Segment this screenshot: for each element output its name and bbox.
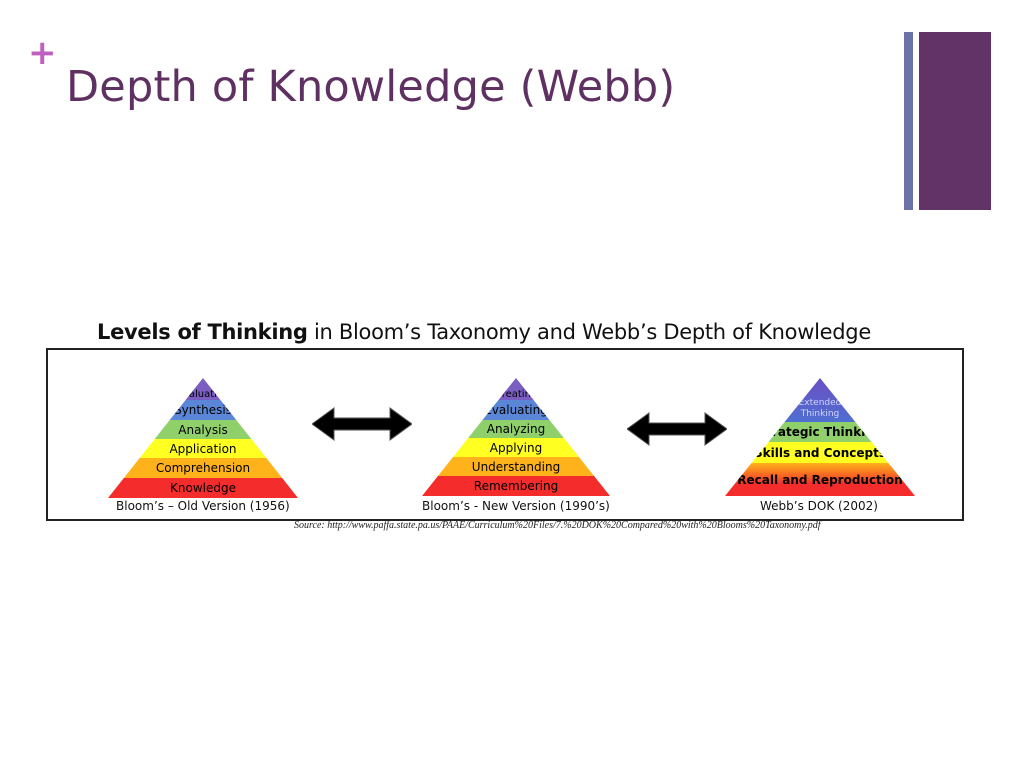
- double-arrow-icon: [312, 407, 412, 441]
- figure-title: Levels of Thinking in Bloom’s Taxonomy a…: [97, 320, 871, 344]
- figure-title-rest: in Bloom’s Taxonomy and Webb’s Depth of …: [307, 320, 871, 344]
- pyramid-level: Skills and Concepts: [725, 442, 915, 463]
- pyramid-level: Understanding: [422, 457, 610, 476]
- pyramid-level: Recall and Reproduction: [725, 463, 915, 496]
- double-arrow-icon: [627, 412, 727, 446]
- pyramid-level: Knowledge: [108, 478, 298, 498]
- figure-title-bold: Levels of Thinking: [97, 320, 308, 344]
- pyramid-level: Applying: [422, 438, 610, 457]
- accent-bar-thin: [904, 32, 913, 210]
- pyramid-level: Application: [108, 439, 298, 458]
- pyramid-level-label: Extended Thinking: [798, 398, 842, 419]
- pyramid-level: Remembering: [422, 476, 610, 496]
- pyramid-caption: Webb’s DOK (2002): [760, 499, 878, 513]
- pyramid-caption: Bloom’s – Old Version (1956): [116, 499, 290, 513]
- pyramid-level: Comprehension: [108, 458, 298, 478]
- plus-icon: +: [28, 33, 57, 73]
- accent-bar-thick: [919, 32, 991, 210]
- slide-title: Depth of Knowledge (Webb): [66, 62, 676, 112]
- source-citation: Source: http://www.paffa.state.pa.us/PAA…: [294, 520, 821, 531]
- pyramid-caption: Bloom’s - New Version (1990’s): [422, 499, 610, 513]
